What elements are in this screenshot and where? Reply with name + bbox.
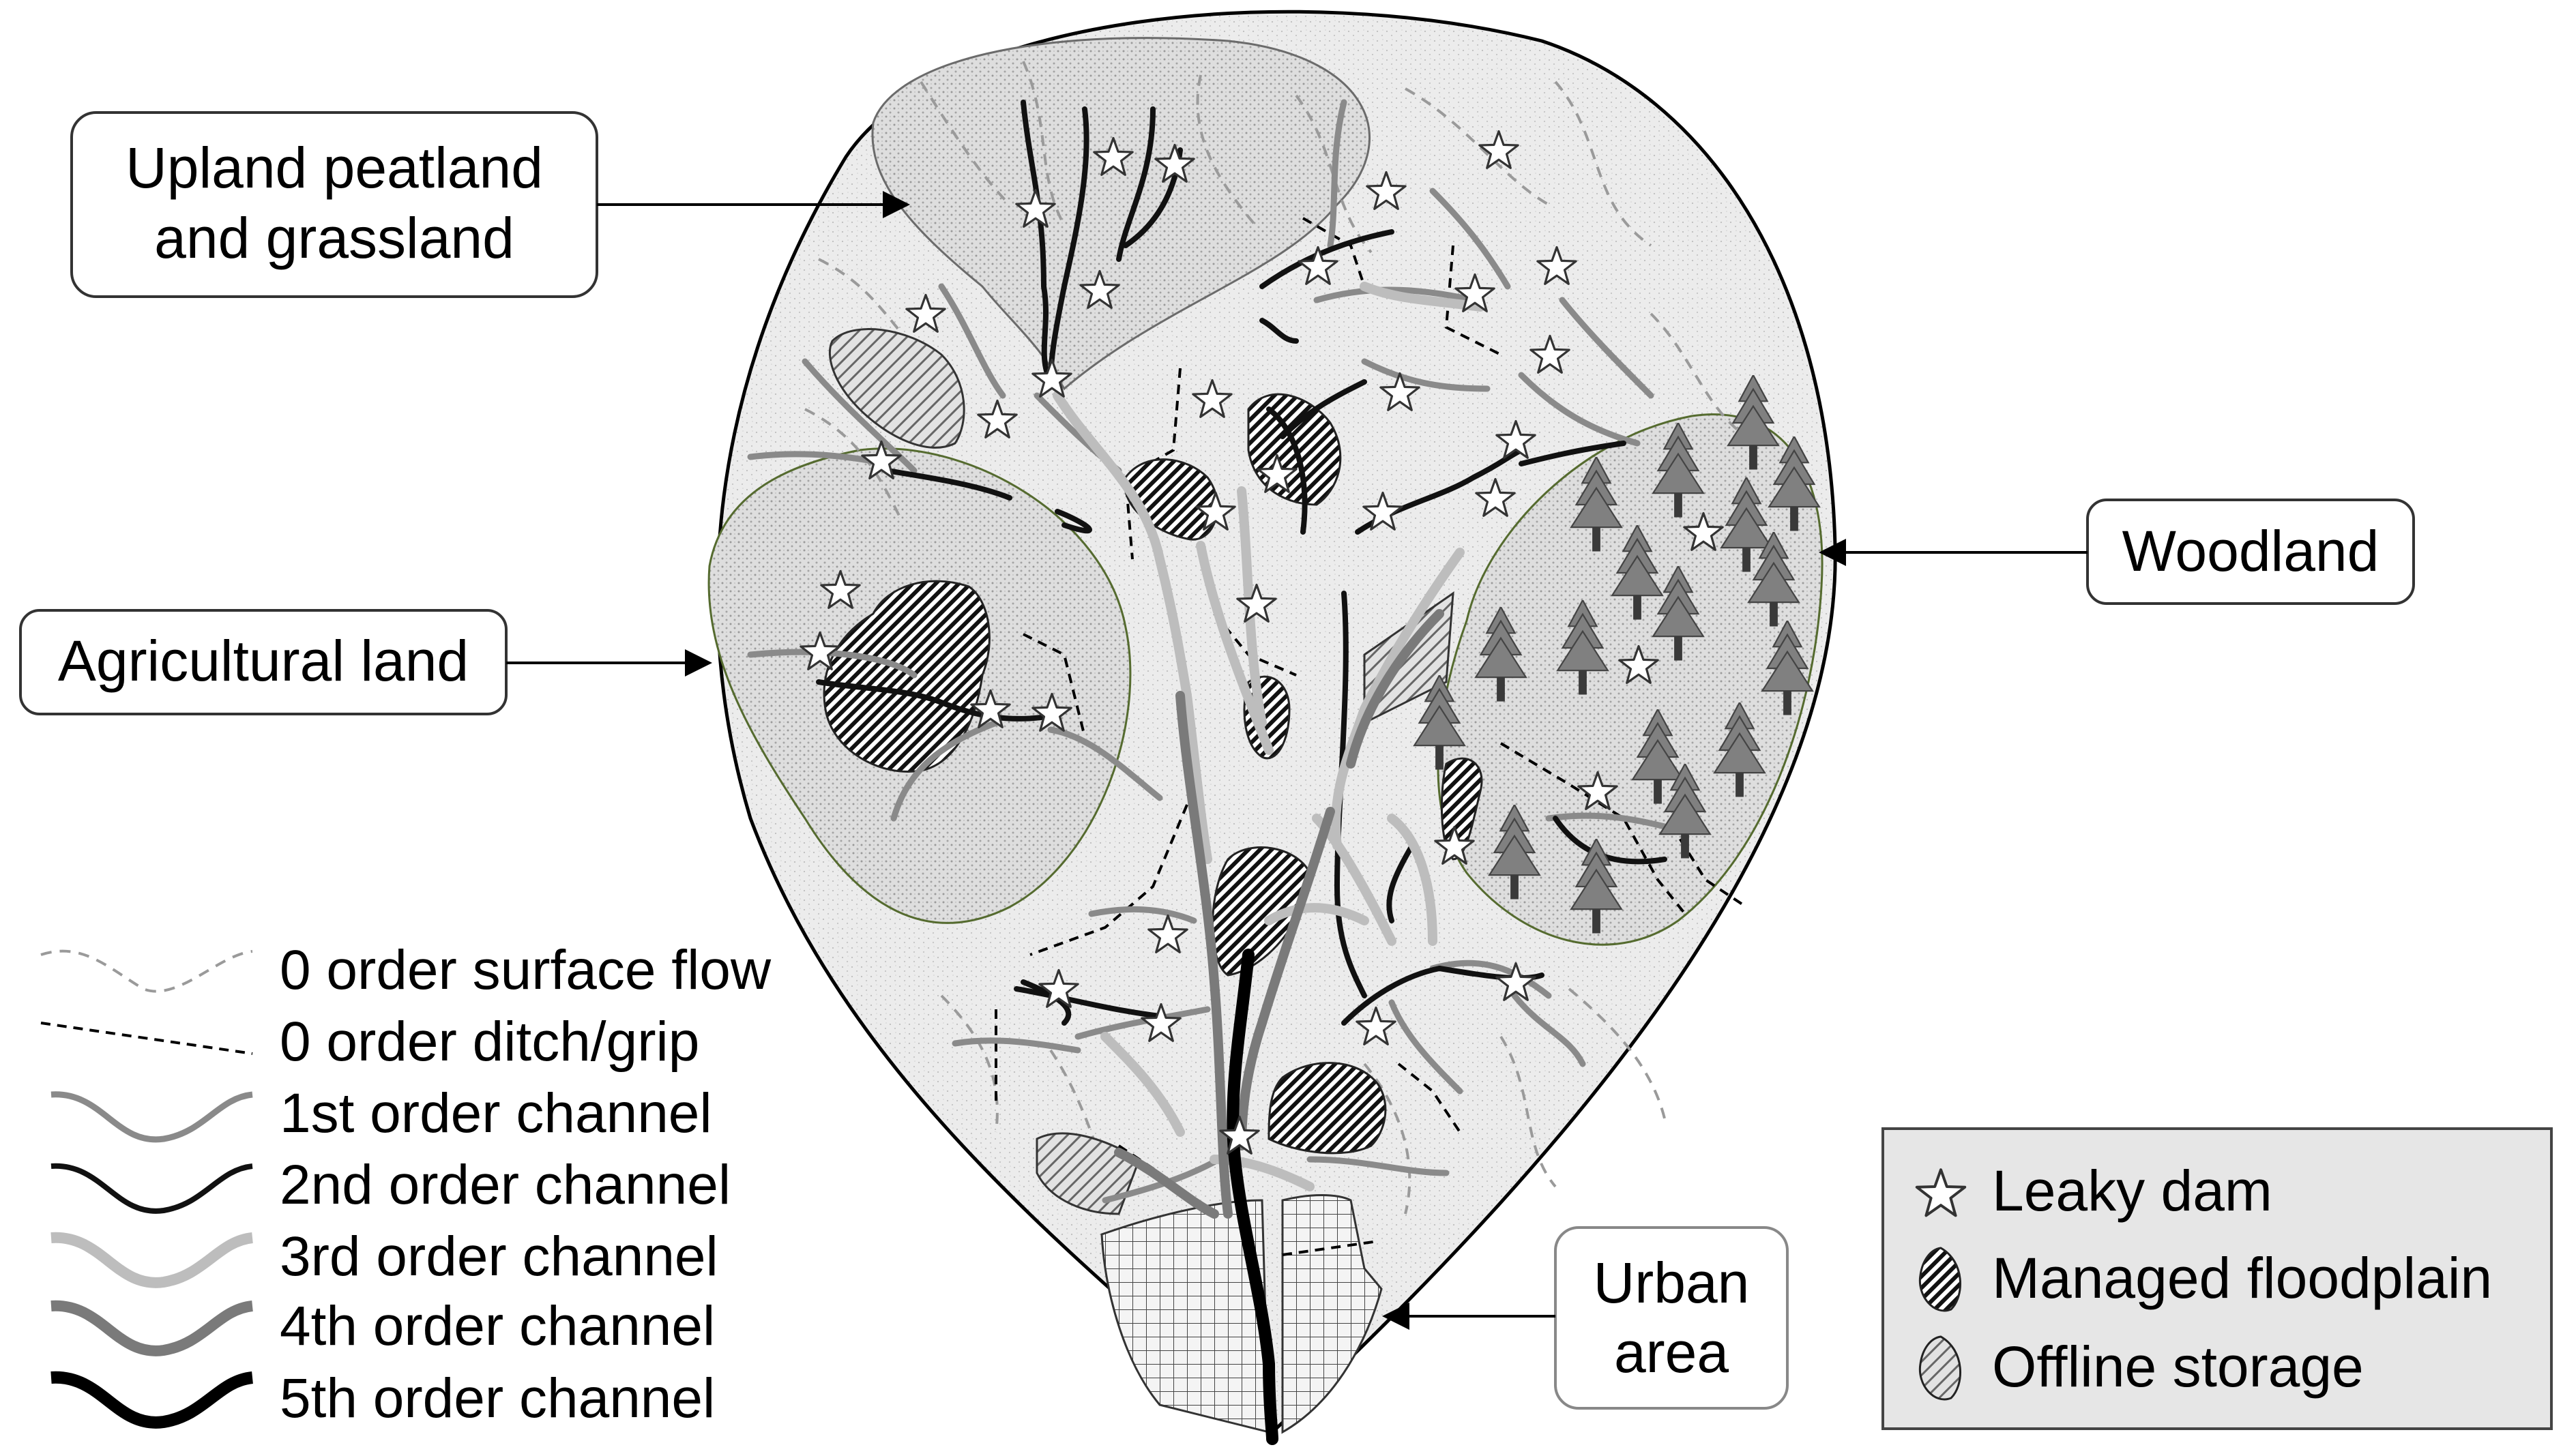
third-order-legend-swatch [50,1232,254,1288]
sparse-hatch-icon [1918,1335,1961,1401]
fourth-order-channels [1114,609,1444,1219]
legend-label-surface-flow: 0 order surface flow [280,939,772,1001]
legend-label-fifth-order: 5th order channel [280,1367,715,1429]
legend-label-second-order: 2nd order channel [280,1154,731,1216]
upland-peatland-zone [871,37,1371,391]
first-order-channels [747,99,1688,1204]
agricultural-callout-label: Agricultural land [58,629,469,693]
first-order-legend-swatch [50,1091,253,1143]
woodland-callout: Woodland [1819,499,2415,605]
symbol-legend: Leaky dam Managed floodplain Offline sto… [1881,1127,2553,1430]
legend-label-fourth-order: 4th order channel [280,1295,715,1357]
second-order-legend-swatch [50,1163,253,1214]
third-order-channels [1053,282,1485,1191]
symbol-legend-box [1881,1127,2553,1430]
legend-label-first-order: 1st order channel [280,1082,712,1144]
urban-callout: Urban area [1382,1226,1789,1410]
woodland-callout-label: Woodland [2122,519,2379,583]
fifth-order-legend-swatch [50,1371,254,1429]
legend-label-ditch-grip: 0 order ditch/grip [280,1011,699,1073]
upland-callout: Upland peatland and grassland [70,111,910,298]
legend-label-managed-floodplain: Managed floodplain [1992,1246,2492,1310]
surface-flow-legend-swatch [40,949,253,993]
dense-hatch-icon [1918,1247,1961,1312]
upland-callout-line-2: and grassland [154,206,514,270]
legend-label-leaky-dam: Leaky dam [1992,1159,2272,1223]
legend-label-offline-storage: Offline storage [1992,1335,2364,1399]
urban-zone-right [1281,1194,1383,1434]
urban-callout-box [1554,1226,1789,1410]
legend-label-third-order: 3rd order channel [280,1225,718,1288]
urban-callout-line-2: area [1614,1320,1729,1384]
ditch-grip-legend-swatch [40,1022,253,1055]
urban-zone-left [1100,1199,1270,1433]
fifth-order-channel [1227,949,1278,1445]
agricultural-callout: Agricultural land [19,609,712,715]
channel-order-legend: 0 order surface flow 0 order ditch/grip … [40,939,772,1429]
urban-callout-line-1: Urban [1594,1251,1750,1315]
upland-callout-line-1: Upland peatland [126,136,543,200]
fourth-order-legend-swatch [50,1300,254,1356]
